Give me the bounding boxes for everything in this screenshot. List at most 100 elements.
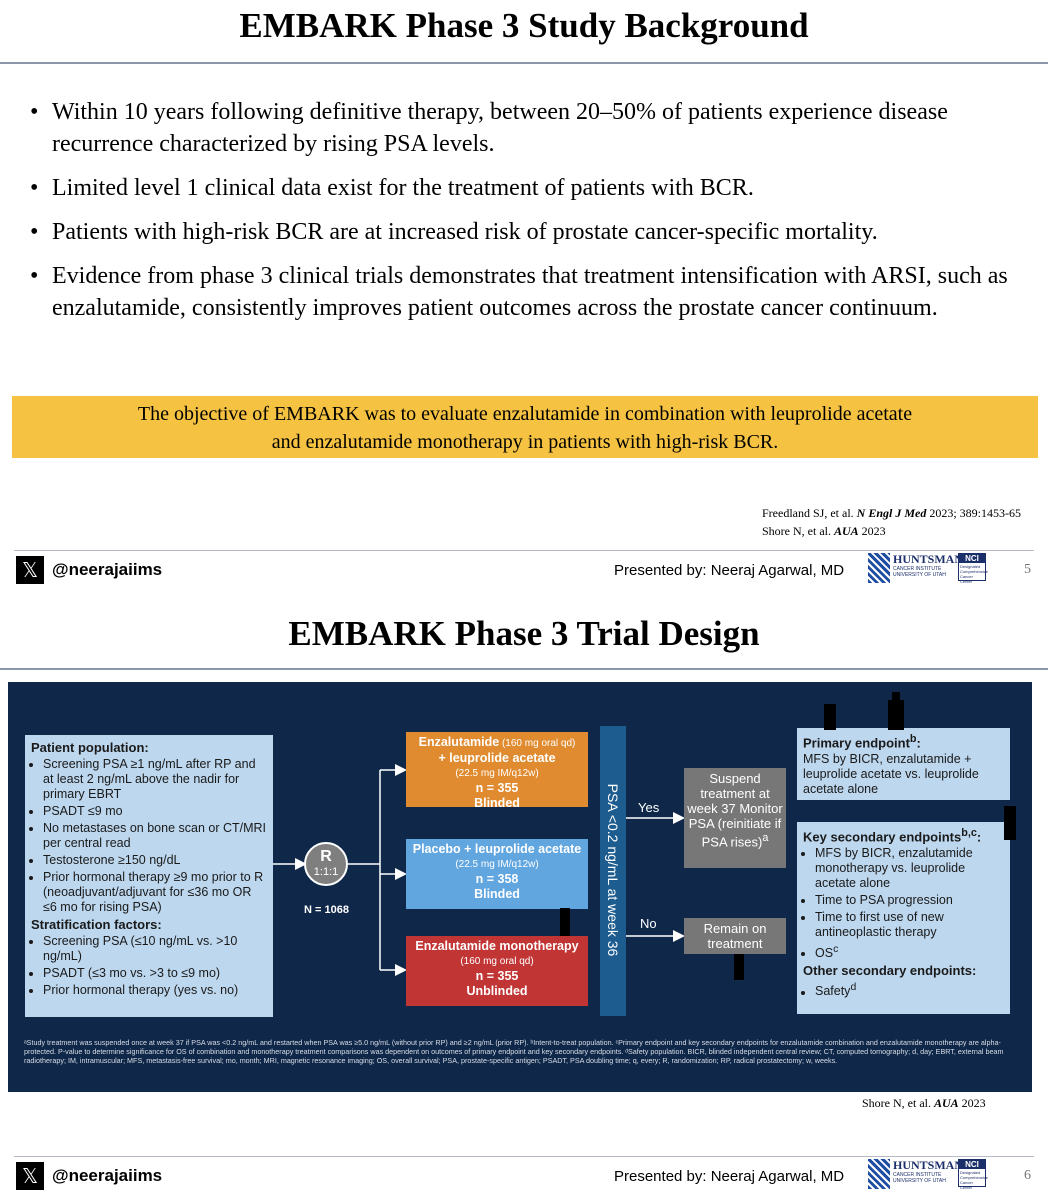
key-secondary-heading: Key secondary endpointsb,c: [803, 827, 982, 845]
page-number: 6 [1024, 1168, 1031, 1183]
bullet-marker: • [30, 263, 39, 289]
arm-combination: + leuprolide acetate [438, 751, 556, 765]
huntsman-mark-icon [868, 553, 890, 583]
bullet-item: • Patients with high-risk BCR are at incr… [30, 216, 1020, 248]
primary-endpoint-box: Primary endpointb: MFS by BICR, enzaluta… [797, 728, 1010, 800]
arm-dose: (22.5 mg IM/q12w) [455, 768, 539, 779]
bullet-marker: • [30, 99, 39, 125]
bullet-marker: • [30, 175, 39, 201]
footer-divider [14, 1156, 1034, 1157]
redaction-block [1004, 806, 1016, 840]
nci-label: NCI [959, 554, 985, 563]
suspend-treatment-box: Suspend treatment at week 37 Monitor PSA… [684, 768, 786, 868]
redaction-block [560, 908, 570, 936]
no-label: No [640, 916, 657, 931]
redaction-block [892, 692, 900, 702]
x-logo-icon: 𝕏 [16, 1162, 44, 1190]
nci-subtitle: Designated Comprehensive Cancer Center [960, 564, 989, 584]
population-heading: Patient population: [31, 740, 149, 755]
arm-n: n = 355 [475, 969, 519, 983]
psa-criterion-label: PSA <0.2 ng/mL at week 36 [605, 783, 621, 957]
bullet-text: Within 10 years following definitive the… [52, 99, 948, 157]
logo-subtitle: CANCER INSTITUTE UNIVERSITY OF UTAH [893, 566, 946, 578]
flow-connectors [273, 764, 685, 976]
nci-badge: NCI Designated Comprehensive Cancer Cent… [958, 1159, 988, 1190]
redaction-block [824, 704, 836, 730]
stratification-list: Screening PSA (≤10 ng/mL vs. >10 ng/mL) … [31, 934, 267, 998]
reference-freedland: Freedland SJ, et al. N Engl J Med 2023; … [762, 504, 1021, 522]
objective-line-1: The objective of EMBARK was to evaluate … [137, 403, 913, 425]
slide-study-background: EMBARK Phase 3 Study Background •Within … [0, 0, 1048, 596]
randomization-letter: R [320, 848, 332, 865]
endpoint-item: Time to PSA progression [815, 893, 1004, 908]
presenter-credit: Presented by: Neeraj Agarwal, MD [614, 562, 845, 579]
social-handle: @neerajaiims [52, 1166, 163, 1185]
population-item: Prior hormonal therapy ≥9 mo prior to R … [43, 870, 267, 915]
huntsman-mark-icon [868, 1159, 890, 1189]
footnote-marker: a [762, 832, 769, 844]
population-item: PSADT ≤9 mo [43, 804, 267, 819]
footnote-marker: c [833, 944, 839, 956]
randomization-node: R 1:1:1 [304, 842, 348, 886]
bullet-item: • Within 10 years following definitive th… [30, 96, 1020, 160]
suspend-text: Suspend treatment at week 37 Monitor PSA… [687, 771, 783, 850]
reference-shore: Shore N, et al. AUA 2023 [862, 1096, 986, 1111]
arm-drug-dose: (160 mg oral qd) [499, 738, 576, 749]
slide-title: EMBARK Phase 3 Trial Design [288, 614, 760, 653]
title-divider [0, 62, 1048, 64]
population-item: Testosterone ≥150 ng/dL [43, 853, 267, 868]
endpoint-item: Safetyd [815, 980, 1004, 999]
arm-title: Enzalutamide monotherapy [415, 939, 579, 953]
trial-design-diagram: Patient population: Screening PSA ≥1 ng/… [8, 682, 1032, 1092]
ref-authors: Shore N, et al. [862, 1096, 934, 1110]
ref-authors: Freedland SJ, et al. [762, 506, 857, 520]
arm-dose: (160 mg oral qd) [460, 956, 534, 967]
bullet-text: Limited level 1 clinical data exist for … [52, 175, 754, 201]
huntsman-logo: HUNTSMAN CANCER INSTITUTE UNIVERSITY OF … [868, 1158, 988, 1190]
arm-enzalutamide-leuprolide: Enzalutamide (160 mg oral qd) + leuproli… [406, 732, 588, 810]
psa-criterion-bar [600, 726, 626, 1016]
presenter-credit: Presented by: Neeraj Agarwal, MD [614, 1168, 845, 1185]
yes-label: Yes [638, 800, 660, 815]
arm-blinding: Blinded [474, 796, 520, 810]
footnote-marker: d [850, 982, 857, 994]
ref-details: 2023 [858, 524, 886, 538]
arm-dose: (22.5 mg IM/q12w) [455, 859, 539, 870]
ref-journal: N Engl J Med [856, 506, 927, 520]
stratification-item: PSADT (≤3 mo vs. >3 to ≤9 mo) [43, 966, 267, 981]
bullet-item: • Evidence from phase 3 clinical trials d… [30, 260, 1020, 324]
total-enrollment: N = 1068 [304, 904, 349, 916]
logo-name: HUNTSMAN [893, 1158, 964, 1172]
heading-text: Primary endpoint [803, 735, 910, 751]
references: Freedland SJ, et al. N Engl J Med 2023; … [762, 504, 1021, 540]
primary-endpoint-text: MFS by BICR, enzalutamide + leuprolide a… [803, 752, 979, 797]
page-number: 5 [1024, 562, 1031, 577]
remain-on-treatment-box: Remain on treatment [684, 918, 786, 954]
population-list: Screening PSA ≥1 ng/mL after RP and at l… [31, 757, 267, 915]
bullet-text: Patients with high-risk BCR are at incre… [52, 219, 878, 245]
footnote-marker: b,c [961, 827, 977, 839]
social-handle: @neerajaiims [52, 560, 163, 579]
primary-endpoint-heading: Primary endpointb: [803, 733, 921, 751]
objective-line-2: and enzalutamide monotherapy in patients… [271, 431, 779, 453]
endpoint-item: MFS by BICR, enzalutamide monotherapy vs… [815, 846, 1004, 891]
population-item: Screening PSA ≥1 ng/mL after RP and at l… [43, 757, 267, 802]
secondary-endpoints-box: Key secondary endpointsb,c: MFS by BICR,… [797, 822, 1010, 1014]
ref-authors: Shore N, et al. [762, 524, 834, 538]
ref-details: 2023 [958, 1096, 986, 1110]
arm-blinding: Unblinded [466, 984, 528, 998]
arm-title: Enzalutamide (160 mg oral qd) [410, 735, 584, 751]
os-label: OS [815, 946, 834, 961]
nci-label: NCI [959, 1160, 985, 1169]
arm-placebo-leuprolide: Placebo + leuprolide acetate (22.5 mg IM… [406, 839, 588, 909]
bullet-text: Evidence from phase 3 clinical trials de… [52, 263, 1008, 321]
safety-label: Safety [815, 984, 851, 999]
other-secondary-heading: Other secondary endpoints: [803, 963, 977, 979]
nci-badge: NCI Designated Comprehensive Cancer Cent… [958, 553, 988, 584]
ref-journal: AUA [833, 524, 859, 538]
redaction-block [888, 700, 904, 730]
bullet-marker: • [30, 219, 39, 245]
background-bullet-list: • Within 10 years following definitive th… [30, 96, 1020, 336]
logo-subtitle: CANCER INSTITUTE UNIVERSITY OF UTAH [893, 1172, 946, 1184]
x-logo-icon: 𝕏 [16, 556, 44, 584]
